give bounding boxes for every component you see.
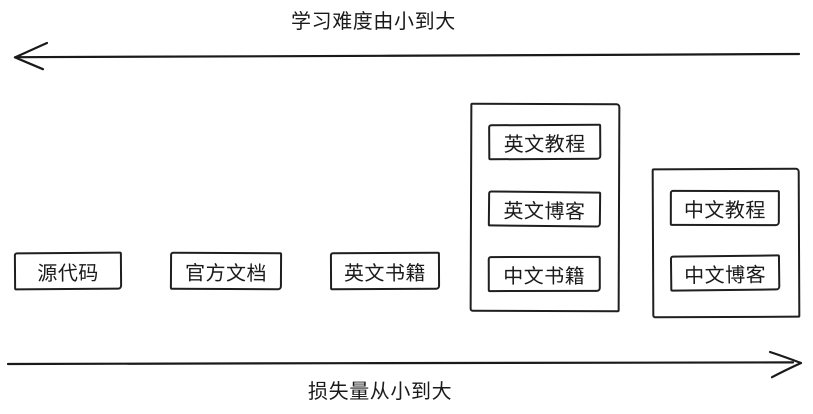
box-source-code-label: 源代码 (37, 260, 99, 285)
box-english-blogs: 英文博客 (487, 190, 602, 228)
box-english-books-label: 英文书籍 (343, 260, 427, 285)
loss-axis-label: 损失量从小到大 (308, 379, 453, 403)
box-official-docs: 官方文档 (169, 251, 283, 291)
box-official-docs-label: 官方文档 (184, 260, 268, 285)
box-chinese-tutorials-label: 中文教程 (683, 197, 766, 222)
difficulty-axis-label: 学习难度由小到大 (291, 9, 456, 33)
box-chinese-tutorials: 中文教程 (669, 189, 780, 227)
box-chinese-blogs-label: 中文博客 (684, 262, 767, 287)
box-chinese-books-label: 中文书籍 (503, 263, 586, 288)
box-source-code: 源代码 (13, 251, 123, 291)
group-box-2: 中文教程 中文博客 (651, 167, 801, 319)
box-chinese-blogs: 中文博客 (669, 254, 781, 292)
box-english-tutorials-label: 英文教程 (503, 131, 586, 156)
group-box-1: 英文教程 英文博客 中文书籍 (469, 102, 621, 313)
box-chinese-books: 中文书籍 (487, 255, 601, 293)
loss-axis-arrow (6, 350, 803, 379)
box-english-books: 英文书籍 (329, 251, 441, 291)
box-english-blogs-label: 英文博客 (503, 198, 586, 223)
box-english-tutorials: 英文教程 (488, 123, 602, 161)
difficulty-axis-arrow (13, 41, 801, 71)
